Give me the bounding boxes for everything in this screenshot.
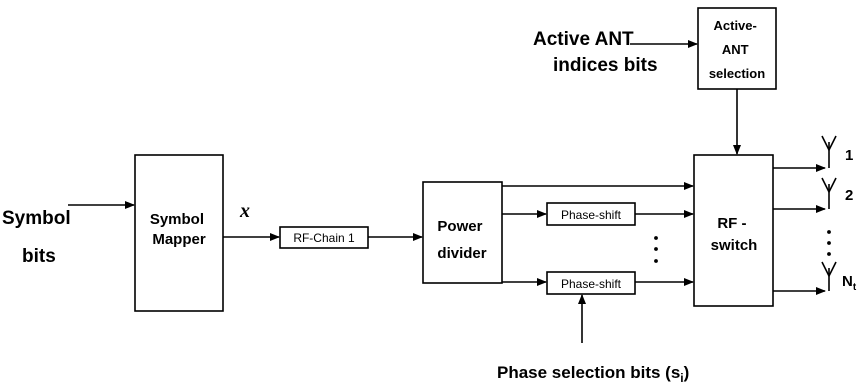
- rf-switch-label: RF - switch: [711, 215, 758, 254]
- symbol-mapper-label: Symbol Mapper: [150, 211, 208, 248]
- power-divider-label: Power divider: [437, 218, 486, 262]
- phase-shift-2-block: [546, 271, 636, 295]
- antenna-2-icon: [821, 177, 837, 209]
- ellipsis-dot: [654, 247, 658, 251]
- active-ant-selection-label: Active- ANT selection: [709, 18, 765, 81]
- antenna-nt-label: Nt: [842, 273, 857, 293]
- ellipsis-dot: [827, 241, 831, 245]
- rf-switch-block: [693, 154, 774, 307]
- symbol-bits-label: Symbol bits: [2, 208, 76, 267]
- antenna-1-label: 1: [845, 147, 853, 164]
- phase-shift-2-label: Phase-shift: [561, 277, 622, 291]
- phase-shift-1-label: Phase-shift: [561, 208, 622, 222]
- phase-selection-label: Phase selection bits (si): [497, 363, 689, 385]
- ellipsis-dot: [654, 236, 658, 240]
- ellipsis-dot: [827, 230, 831, 234]
- ellipsis-dot: [654, 259, 658, 263]
- rf-chain-label: RF-Chain 1: [293, 231, 355, 245]
- antenna-2-label: 2: [845, 187, 853, 204]
- antenna-nt-icon: [821, 261, 837, 291]
- symbol-mapper-block: [134, 154, 224, 312]
- active-ant-bits-label: Active ANT indices bits: [533, 29, 658, 76]
- ellipsis-dot: [827, 252, 831, 256]
- signal-x-label: x: [239, 200, 250, 222]
- active-ant-selection-block: [697, 7, 777, 90]
- power-divider-block: [422, 181, 503, 284]
- antenna-1-icon: [821, 135, 837, 168]
